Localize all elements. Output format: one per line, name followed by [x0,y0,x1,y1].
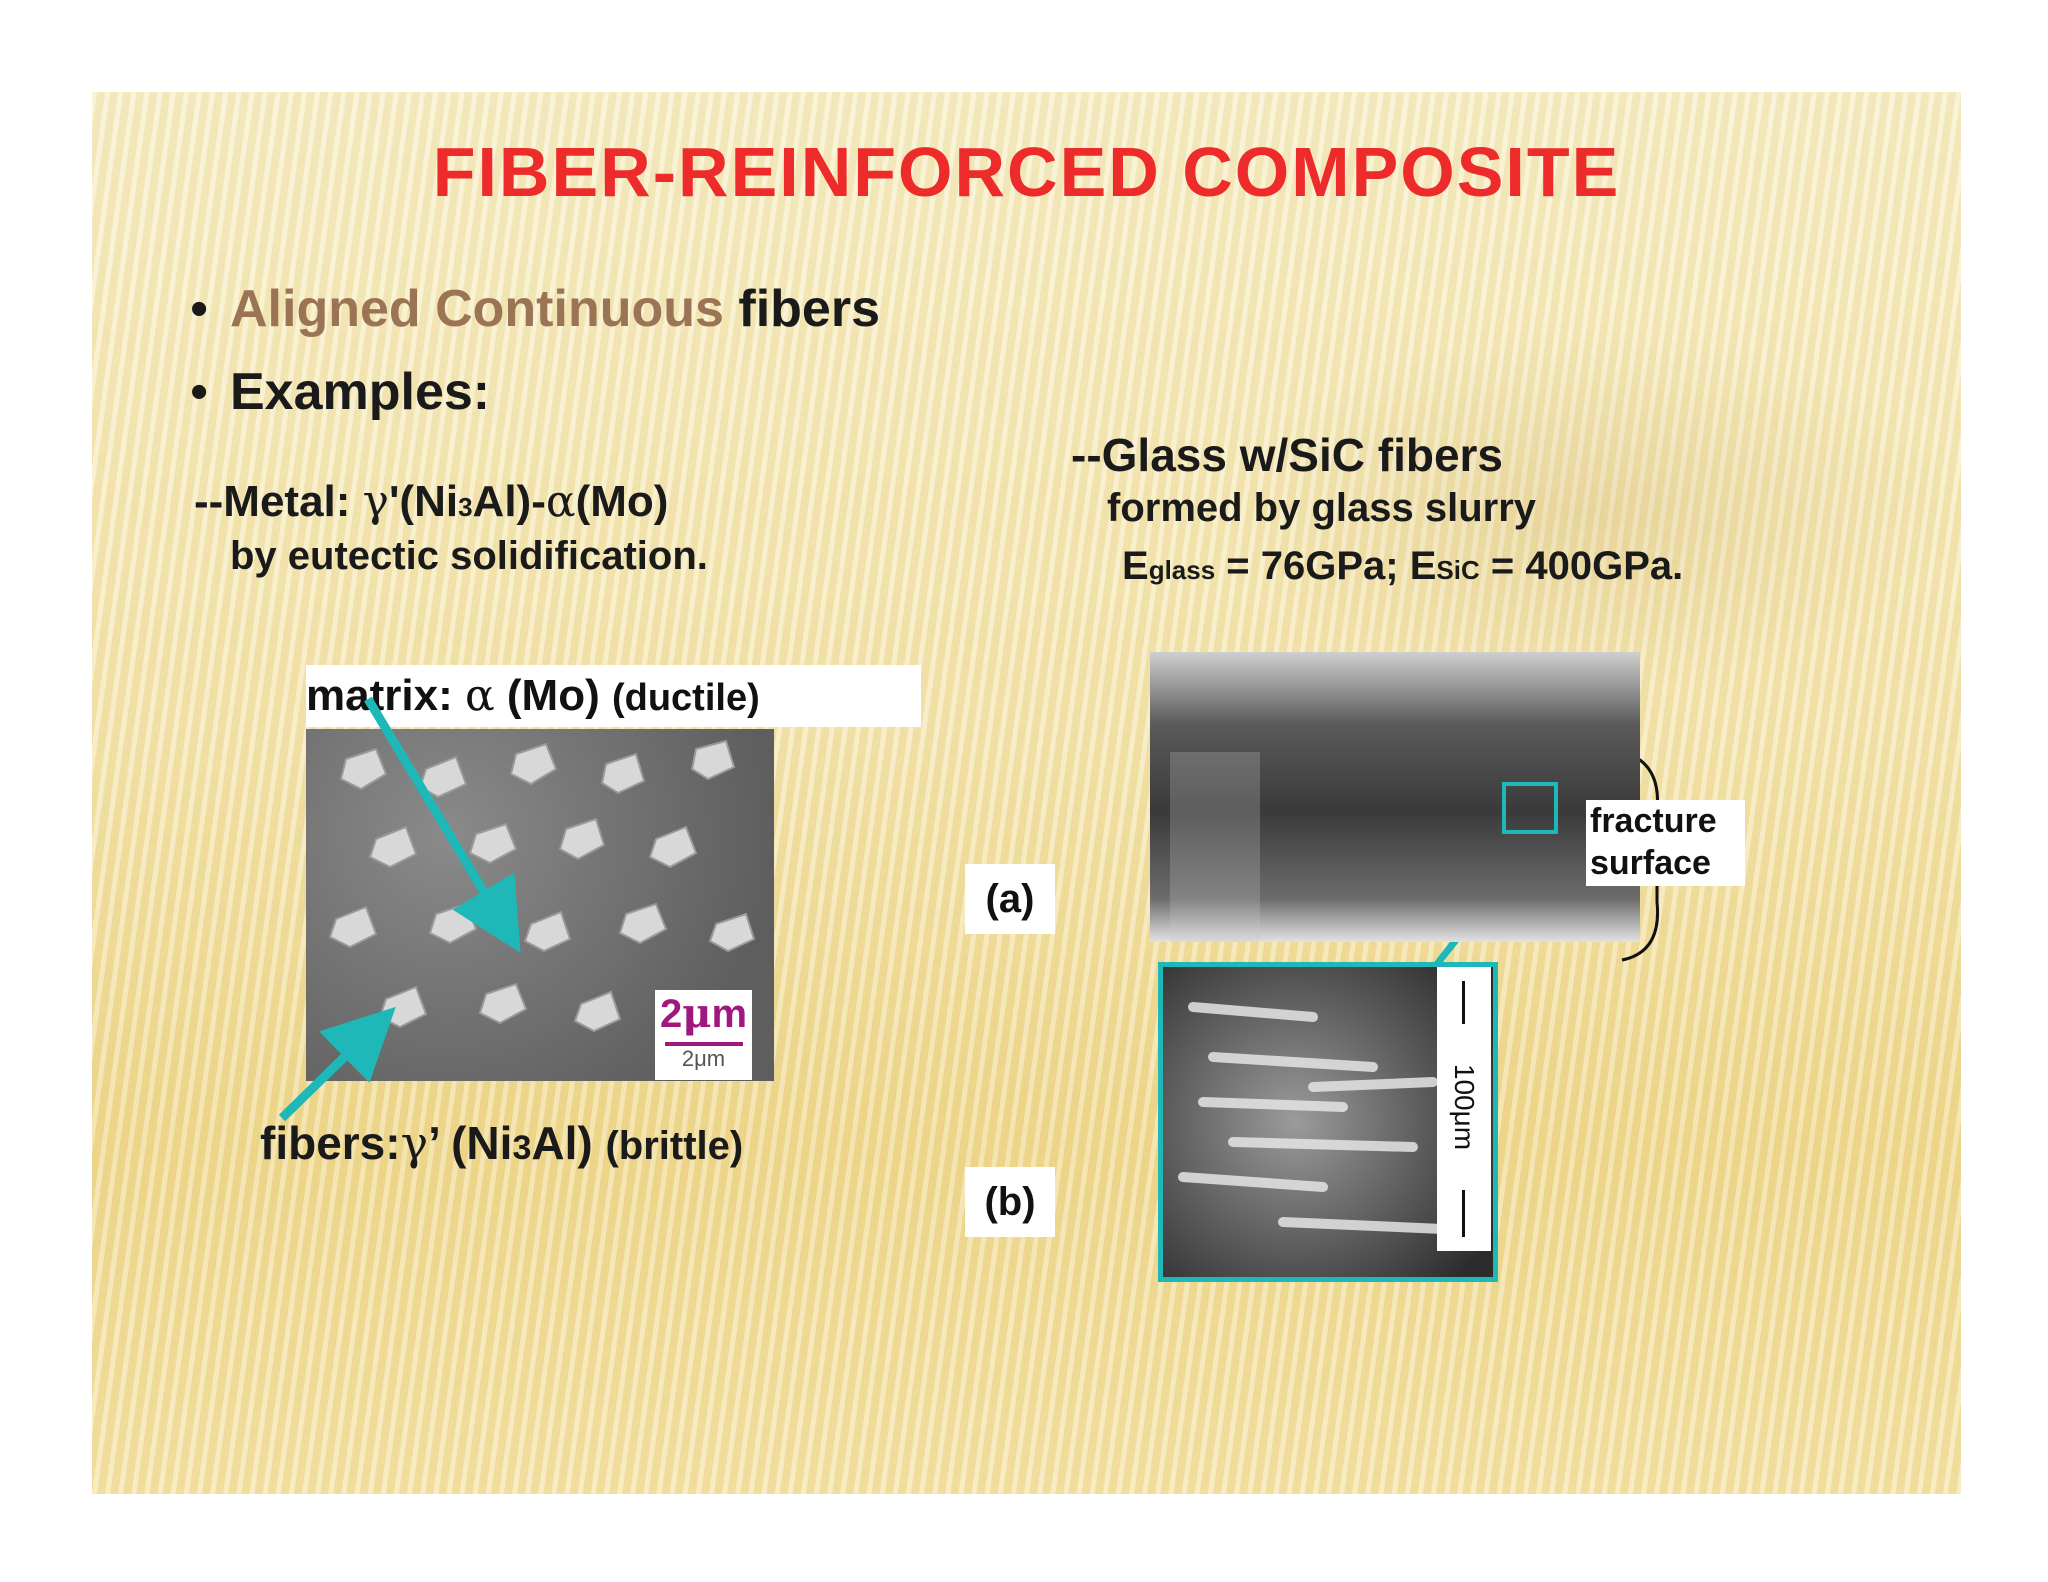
scale-bar-line [664,1042,743,1046]
fracture-label-line1: fracture [1590,802,1717,840]
bullet-marker: • [190,280,209,338]
metal-example-line1: --Metal: γ'(Ni3Al)-α(Mo) [194,476,668,527]
matrix-label-mo: (Mo) [494,671,612,720]
fibers-label-al: Al) [531,1117,606,1169]
annotation-arrows [278,696,1660,1122]
fibers-label-prefix: fibers: [260,1117,401,1169]
fibers-arrow [278,1006,396,1122]
scale-100um-label: 100μm [1448,1024,1480,1190]
subscript-3: 3 [458,492,473,522]
matrix-arrow [364,696,521,953]
fibers-label: fibers:γ’ (Ni3Al) (brittle) [260,1116,743,1170]
fracture-label-line2: surface [1590,844,1711,882]
alpha-symbol: α [545,476,576,527]
metal-formula-end: (Mo) [575,477,669,526]
composite-edge-region [1170,752,1260,942]
glass-moduli: Eglass = 76GPa; ESiC = 400GPa. [1122,544,1683,589]
bullet-highlight: Aligned Continuous [230,280,724,338]
panel-label-b: (b) [965,1167,1055,1237]
mu-symbol: μ [682,990,712,1037]
metal-formula-part: Al)- [472,477,546,526]
bullet-marker: • [190,363,209,421]
matrix-label-ductile: (ductile) [611,677,760,719]
scale-bar-box: 2μm 2μm [655,990,752,1080]
alpha-symbol: α [464,670,495,721]
bullet-rest: fibers [723,280,880,338]
gamma-symbol: γ [400,1116,429,1170]
scale-bar-label: 2μm [655,990,752,1038]
metal-formula-part: '(Ni [388,477,459,526]
matrix-label: matrix: α (Mo) (ductile) [306,665,921,727]
fibers-label-brittle: (brittle) [605,1124,744,1168]
sem-micrograph-glass-sic [1150,652,1640,942]
scale-100um-box: 100μm [1437,967,1491,1251]
fibers-label-ni: ’ (Ni [428,1117,513,1169]
fiber-pattern [328,739,756,1033]
slide-title: FIBER-REINFORCED COMPOSITE [432,133,1621,211]
glass-example-line1: --Glass w/SiC fibers [1071,429,1504,481]
bullet-aligned-fibers: • Aligned Continuous fibers [190,279,880,339]
bullet-examples: • Examples: [190,362,490,422]
fracture-region-box [1502,782,1558,834]
fracture-surface-label: fracture surface [1586,800,1745,886]
metal-prefix: --Metal: [194,477,363,526]
glass-example-line2: formed by glass slurry [1107,486,1537,530]
modulus-e: E [1122,544,1149,588]
slide: FIBER-REINFORCED COMPOSITE • Aligned Cont… [92,92,1961,1494]
bullet-examples-text: Examples: [230,363,491,421]
panel-label-a: (a) [965,864,1055,934]
scale-bar-unit: m [711,992,748,1036]
subscript-3: 3 [512,1129,532,1167]
modulus-value-sic: = 400GPa. [1479,544,1684,588]
fiber-pullout-pattern [1178,1002,1448,1234]
scale-bar-small: 2μm [681,1046,726,1071]
modulus-value-glass: = 76GPa; E [1215,544,1437,588]
metal-example-line2: by eutectic solidification. [230,534,708,578]
subscript-glass: glass [1148,555,1216,585]
scale-bar-number: 2 [659,992,683,1036]
sem-micrograph-fracture-surface: 100μm [1158,962,1498,1282]
subscript-sic: SiC [1436,555,1480,585]
gamma-symbol: γ [362,476,389,527]
